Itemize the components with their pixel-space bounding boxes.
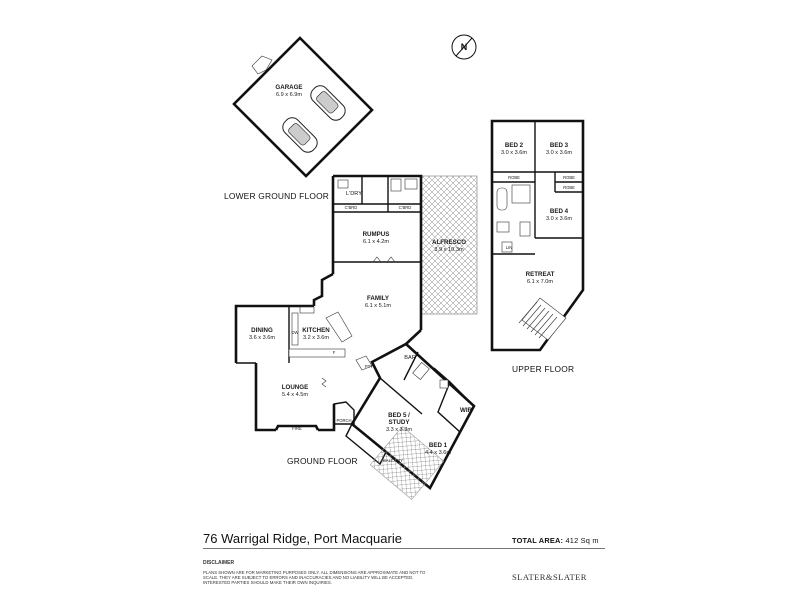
bed1-dim: 4.4 x 3.6m	[425, 450, 451, 456]
kitchen-label: KITCHEN	[302, 327, 330, 334]
cupboard-1-label: C'BRD	[345, 205, 358, 210]
upper-floor-plan: BED 2 3.0 x 3.6m BED 3 3.0 x 3.6m ROBE R…	[490, 119, 585, 352]
car-icon	[282, 117, 318, 153]
total-area-label: TOTAL AREA:	[512, 536, 564, 545]
bed4-dim: 3.0 x 3.6m	[546, 216, 572, 222]
laundry-label: L'DRY	[346, 191, 362, 197]
floor-plan: N GARAGE 6.9 x 6.9m LOWER GROUND FLOOR A…	[224, 34, 585, 500]
main-house-plan: L'DRY C'BRD C'BRD RUMPUS 6.1 x 4.2m FAMI…	[312, 174, 423, 345]
robe-1-label: ROBE	[508, 175, 520, 180]
family-label: FAMILY	[367, 295, 390, 302]
rumpus-label: RUMPUS	[363, 231, 390, 238]
lounge-label: LOUNGE	[282, 384, 308, 391]
brand-logo: SLATER&SLATER	[512, 572, 587, 582]
bed2-dim: 3.0 x 3.6m	[501, 150, 527, 156]
pantry-label: PTY	[365, 364, 373, 369]
bed1-label: BED 1	[429, 442, 448, 449]
garage-plan: GARAGE 6.9 x 6.9m	[232, 36, 374, 178]
ground-floor-west: DW F DINING 3.6 x 3.6m KITCHEN 3.2 x 3.6…	[234, 304, 355, 432]
disclaimer-text: PLANS SHOWN ARE FOR MARKETING PURPOSES O…	[203, 570, 426, 585]
garage-dim: 6.9 x 6.9m	[276, 92, 302, 98]
bed2-label: BED 2	[505, 142, 524, 149]
lounge-dim: 5.4 x 4.5m	[282, 392, 308, 398]
robe-2-label: ROBE	[563, 175, 575, 180]
bed5-label-2: STUDY	[389, 419, 411, 426]
fridge-label: F	[333, 350, 336, 355]
wir-label: WIR	[460, 407, 473, 414]
alfresco-dim: 3.9 x 10.3m	[434, 247, 464, 253]
dining-dim: 3.6 x 3.6m	[249, 335, 275, 341]
rumpus-dim: 6.1 x 4.2m	[363, 239, 389, 245]
total-area: TOTAL AREA: 412 Sq m	[512, 536, 599, 545]
bed3-label: BED 3	[550, 142, 569, 149]
compass-label: N	[461, 42, 468, 52]
bed4-label: BED 4	[550, 208, 569, 215]
alfresco-area: ALFRESCO 3.9 x 10.3m	[420, 175, 478, 315]
balcony-label: BALCONY	[383, 458, 403, 463]
ground-floor-east: BAR PTY BED 5 / STUDY 3.3 x 3.3m BED 1 4…	[345, 342, 476, 500]
cupboard-2-label: C'BRD	[399, 205, 412, 210]
disclaimer-title: DISCLAIMER	[203, 560, 235, 566]
retreat-dim: 6.1 x 7.0m	[527, 279, 553, 285]
dishwasher-label: DW	[292, 330, 299, 335]
car-icon	[310, 85, 346, 121]
property-address: 76 Warrigal Ridge, Port Macquarie	[203, 531, 402, 546]
alfresco-label: ALFRESCO	[432, 239, 466, 246]
linen-label: LIN	[506, 245, 513, 250]
robe-3-label: ROBE	[563, 185, 575, 190]
bed3-dim: 3.0 x 3.6m	[546, 150, 572, 156]
garage-label: GARAGE	[275, 84, 302, 91]
fire-label: FIRE	[292, 426, 302, 431]
kitchen-dim: 3.2 x 3.6m	[303, 335, 329, 341]
lower-ground-floor-title: LOWER GROUND FLOOR	[224, 191, 329, 201]
upper-floor-title: UPPER FLOOR	[512, 364, 574, 374]
bed5-label: BED 5 /	[388, 412, 410, 419]
total-area-value: 412 Sq m	[565, 536, 599, 545]
north-compass-icon: N	[451, 34, 477, 60]
porch-label: PORCH	[336, 418, 351, 423]
bed5-dim: 3.3 x 3.3m	[386, 427, 412, 433]
footer-rule	[203, 548, 605, 549]
stairs-icon	[518, 297, 567, 341]
dining-label: DINING	[251, 327, 273, 334]
family-dim: 6.1 x 5.1m	[365, 303, 391, 309]
ground-floor-title: GROUND FLOOR	[287, 456, 358, 466]
bar-label: BAR	[404, 355, 416, 361]
retreat-label: RETREAT	[526, 271, 555, 278]
